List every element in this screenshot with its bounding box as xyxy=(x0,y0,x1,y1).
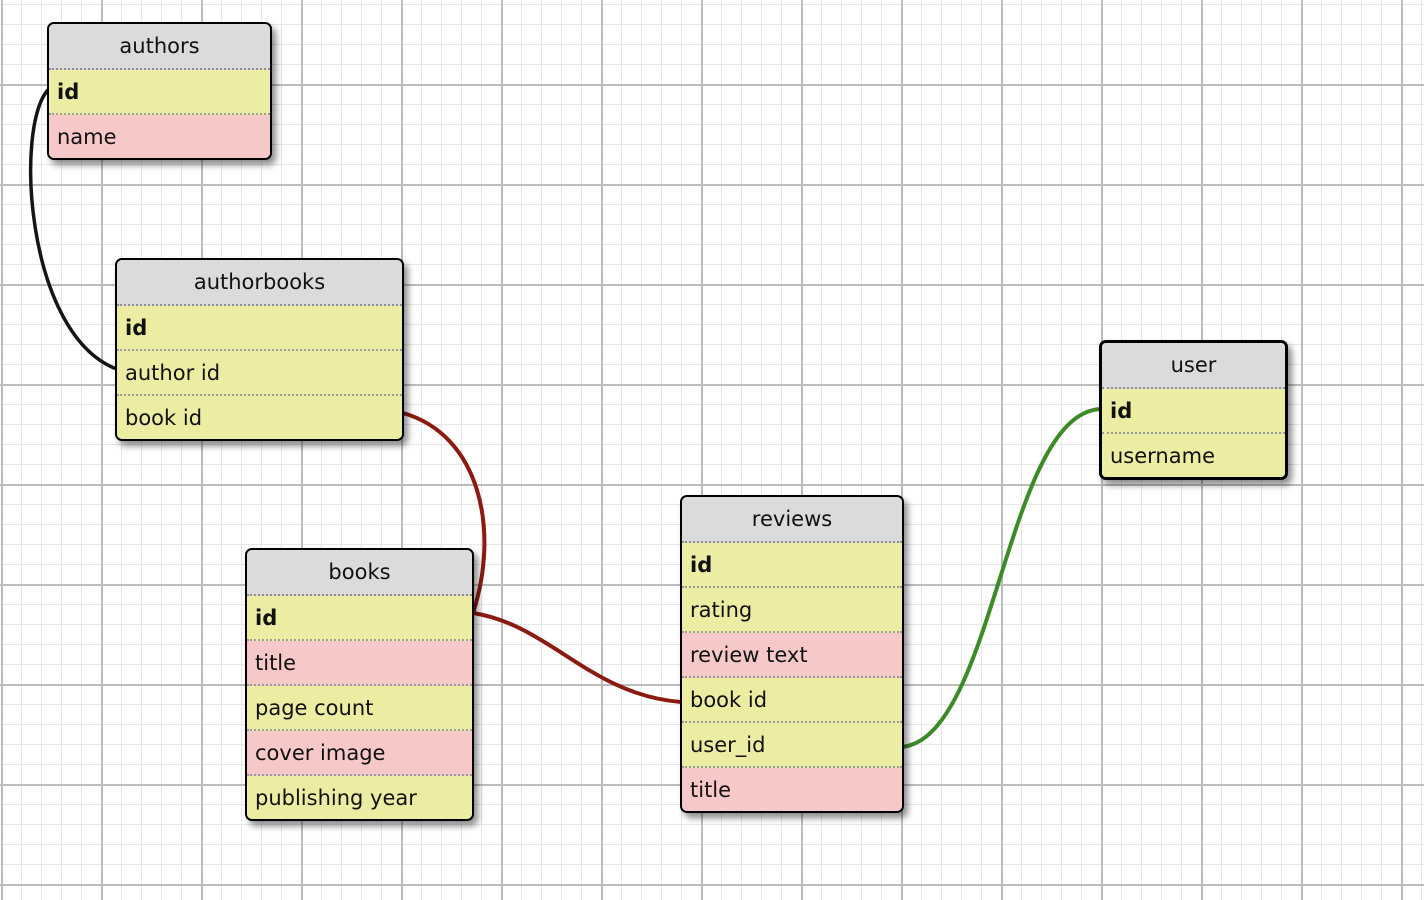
table-row-reviews-book-id[interactable]: book id xyxy=(682,678,902,723)
table-row-user-id[interactable]: id xyxy=(1102,389,1285,434)
table-row-authors-name[interactable]: name xyxy=(49,115,270,158)
table-books[interactable]: books id title page count cover image pu… xyxy=(245,548,474,821)
table-row-books-publishing-year[interactable]: publishing year xyxy=(247,776,472,819)
field-label: title xyxy=(255,650,297,675)
table-user[interactable]: user id username xyxy=(1099,340,1288,480)
field-label: name xyxy=(57,124,117,149)
table-user-title[interactable]: user xyxy=(1102,343,1285,389)
field-label: rating xyxy=(690,597,753,622)
field-label: id xyxy=(690,552,713,577)
table-authorbooks[interactable]: authorbooks id author id book id xyxy=(115,258,404,441)
table-row-user-username[interactable]: username xyxy=(1102,434,1285,477)
table-row-books-page-count[interactable]: page count xyxy=(247,686,472,731)
table-row-reviews-review-text[interactable]: review text xyxy=(682,633,902,678)
table-row-authorbooks-book-id[interactable]: book id xyxy=(117,396,402,439)
table-row-authorbooks-id[interactable]: id xyxy=(117,306,402,351)
field-label: user_id xyxy=(690,732,766,757)
field-label: title xyxy=(690,777,732,802)
field-label: author id xyxy=(125,360,221,385)
field-label: publishing year xyxy=(255,785,417,810)
table-row-books-id[interactable]: id xyxy=(247,596,472,641)
table-row-reviews-id[interactable]: id xyxy=(682,543,902,588)
table-row-authors-id[interactable]: id xyxy=(49,70,270,115)
field-label: id xyxy=(255,605,278,630)
table-books-title[interactable]: books xyxy=(247,550,472,596)
connection-books-reviews xyxy=(471,611,683,704)
field-label: id xyxy=(57,79,80,104)
table-authors-title[interactable]: authors xyxy=(49,24,270,70)
table-reviews-title[interactable]: reviews xyxy=(682,497,902,543)
field-label: id xyxy=(125,315,148,340)
table-row-authorbooks-author-id[interactable]: author id xyxy=(117,351,402,396)
field-label: username xyxy=(1110,443,1215,468)
table-row-reviews-rating[interactable]: rating xyxy=(682,588,902,633)
field-label: page count xyxy=(255,695,374,720)
table-row-books-title[interactable]: title xyxy=(247,641,472,686)
table-authorbooks-title[interactable]: authorbooks xyxy=(117,260,402,306)
field-label: id xyxy=(1110,398,1133,423)
field-label: review text xyxy=(690,642,808,667)
table-row-books-cover-image[interactable]: cover image xyxy=(247,731,472,776)
field-label: book id xyxy=(125,405,203,430)
connection-reviews-user xyxy=(899,407,1102,749)
table-authors[interactable]: authors id name xyxy=(47,22,272,160)
table-row-reviews-user-id[interactable]: user_id xyxy=(682,723,902,768)
table-reviews[interactable]: reviews id rating review text book id us… xyxy=(680,495,904,813)
table-row-reviews-title[interactable]: title xyxy=(682,768,902,811)
field-label: book id xyxy=(690,687,768,712)
field-label: cover image xyxy=(255,740,386,765)
